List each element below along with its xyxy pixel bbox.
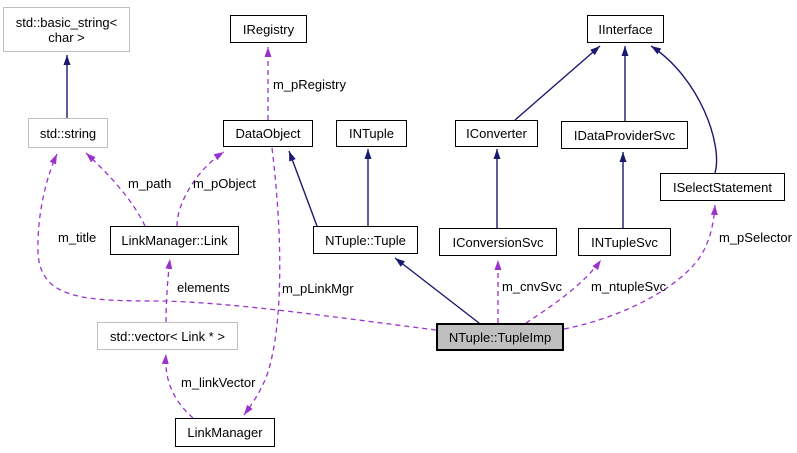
class-node-linkmanager[interactable]: LinkManager <box>175 418 275 447</box>
class-node-dataobject[interactable]: DataObject <box>223 120 313 147</box>
class-node-linkmanager-link[interactable]: LinkManager::Link <box>110 226 239 255</box>
edge-tupleimp-to-stdstring-mtitle <box>37 153 437 331</box>
edge-label-m-ntuplesvc: m_ntupleSvc <box>591 279 667 294</box>
edge-linkmanager-to-vector-mlinkvector <box>161 353 194 419</box>
class-node-iregistry[interactable]: IRegistry <box>230 15 307 43</box>
class-node-idataprovidersvc[interactable]: IDataProviderSvc <box>561 121 688 149</box>
class-node-std-basic-string: std::basic_string< char > <box>3 7 130 52</box>
class-node-std-string: std::string <box>28 118 108 148</box>
edge-label-m-plinkmgr: m_pLinkMgr <box>282 281 354 296</box>
class-node-iselectstatement[interactable]: ISelectStatement <box>660 173 785 201</box>
edge-label-m-cnvsvc: m_cnvSvc <box>502 279 562 294</box>
class-node-ntuple-tuple[interactable]: NTuple::Tuple <box>313 226 418 254</box>
class-node-std-vector-link: std::vector< Link * > <box>97 322 238 350</box>
edge-label-m-path: m_path <box>128 176 172 191</box>
edge-tupleimp-to-iselectstatement-mpselector <box>563 204 718 330</box>
edge-iselectstatement-to-iinterface <box>650 45 718 174</box>
edge-label-m-linkvector: m_linkVector <box>181 375 256 390</box>
class-node-intuple[interactable]: INTuple <box>336 120 407 147</box>
edge-link-to-dataobject-mpobject <box>176 151 225 227</box>
class-node-iinterface[interactable]: IInterface <box>587 15 664 43</box>
edge-label-elements: elements <box>177 280 230 295</box>
edge-label-m-title: m_title <box>58 230 97 245</box>
edge-tuple-to-dataobject <box>288 150 318 227</box>
edge-link-to-stdstring-mpath <box>85 152 146 227</box>
edge-tupleimp-to-tuple <box>394 257 480 324</box>
edge-tupleimp-to-intuplesvc-mntuplesvc <box>525 259 602 324</box>
class-node-iconversionsvc[interactable]: IConversionSvc <box>439 228 557 256</box>
class-node-ntuple-tupleimp-current: NTuple::TupleImp <box>436 323 564 351</box>
edge-dataobject-to-linkmanager-mplinkmgr <box>243 147 281 416</box>
edge-iconverter-to-iinterface <box>514 45 601 121</box>
class-node-intuplesvc[interactable]: INTupleSvc <box>578 228 671 256</box>
edge-label-m-pobject: m_pObject <box>193 176 256 191</box>
edge-label-m-pregistry: m_pRegistry <box>273 77 346 92</box>
edge-vector-to-link-elements <box>165 258 173 323</box>
class-node-iconverter[interactable]: IConverter <box>455 120 538 147</box>
edge-label-m-pselector: m_pSelector <box>719 230 792 245</box>
